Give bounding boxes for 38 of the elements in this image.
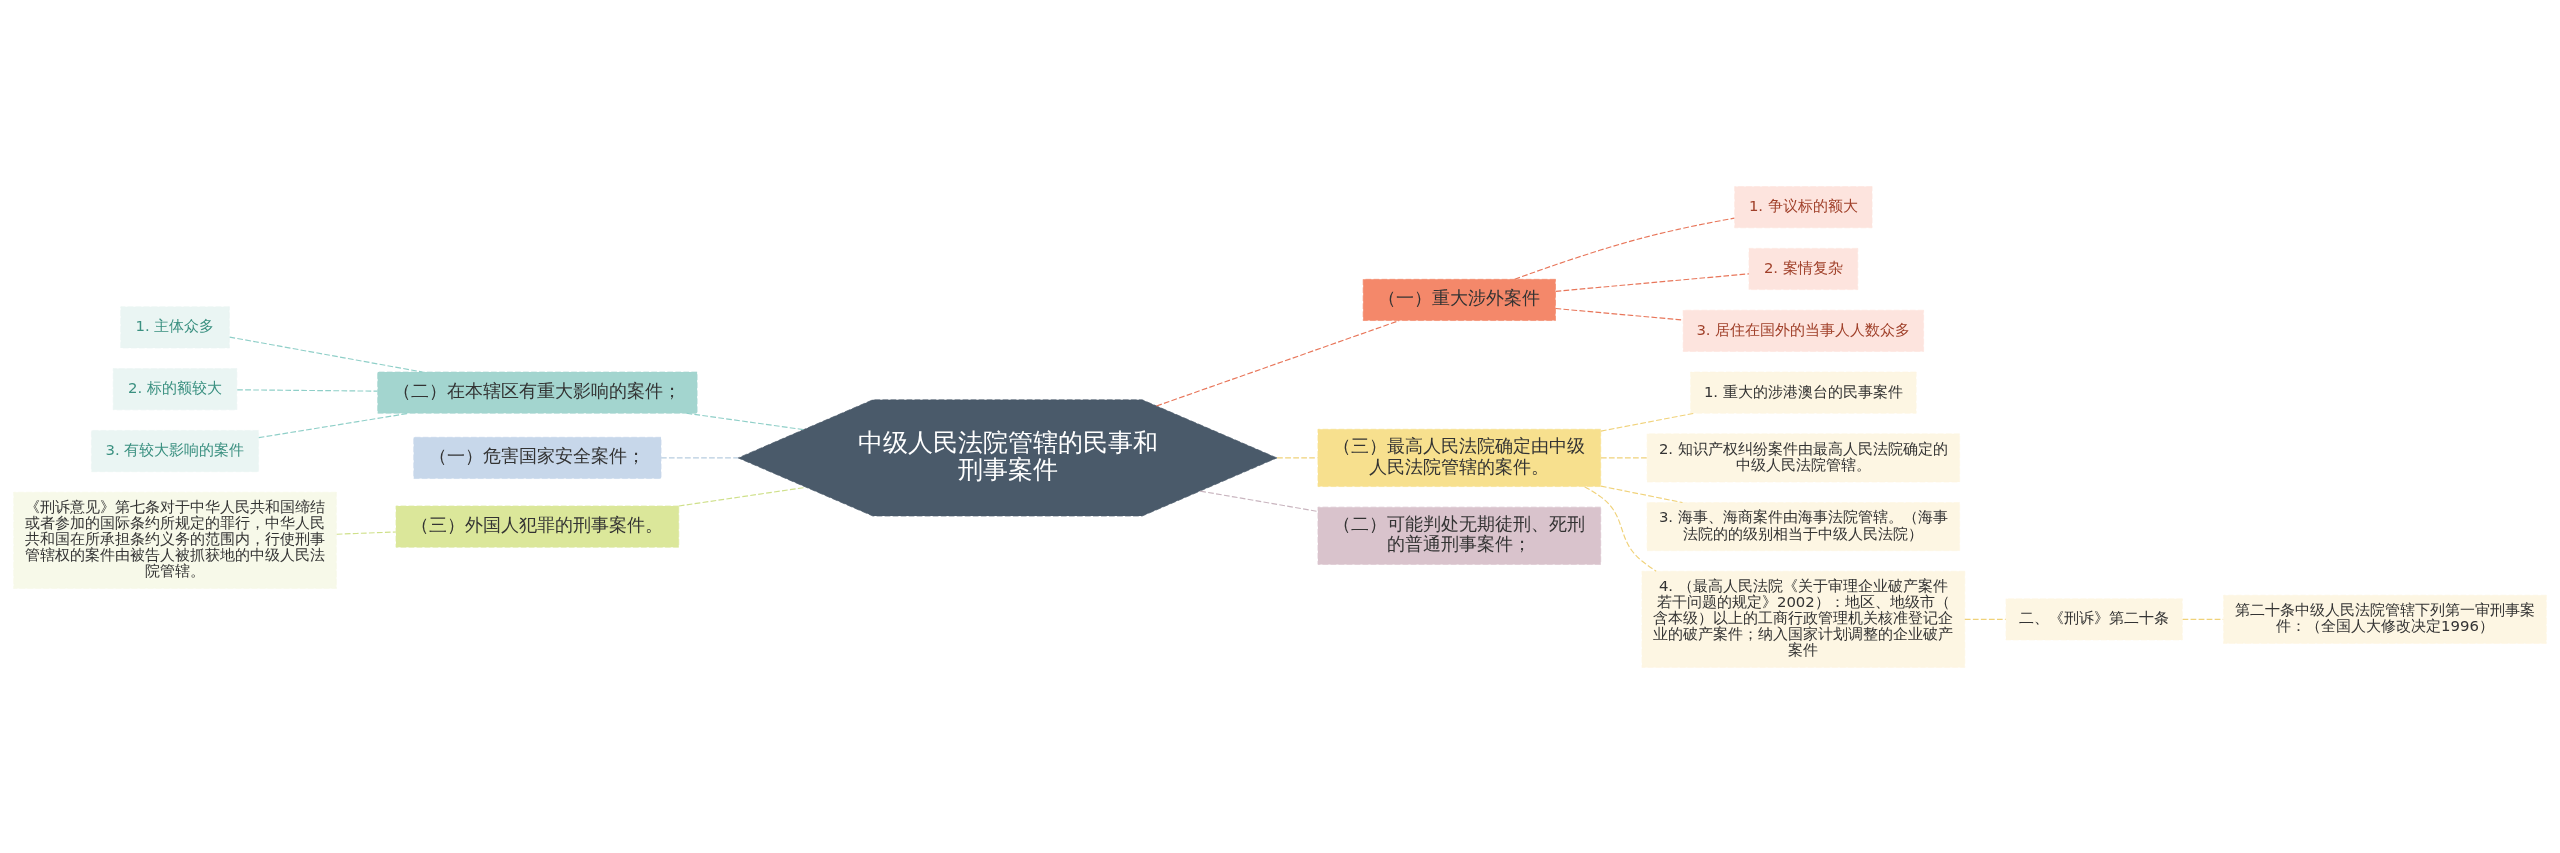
node-box: 1. 重大的涉港澳台的民事案件 (1690, 371, 1917, 414)
node-box: 3. 居住在国外的当事人人数众多 (1682, 309, 1924, 352)
node-box: 2. 案情复杂 (1748, 247, 1859, 290)
node-box: 第二十条中级人民法院管辖下列第一审刑事案件：（全国人大修改决定1996） (2223, 594, 2547, 644)
connector (1584, 485, 1657, 572)
node-box: （三）最高人民法院确定由中级人民法院管辖的案件。 (1317, 428, 1602, 487)
connector (1600, 412, 1695, 432)
connector (1276, 456, 1319, 458)
connector (660, 456, 739, 458)
connector (1155, 319, 1400, 407)
node-box: 2. 知识产权纠纷案件由最高人民法院确定的中级人民法院管辖。 (1646, 433, 1960, 482)
connector (1964, 618, 2007, 620)
connector (2182, 618, 2224, 620)
connector (1199, 490, 1319, 512)
node-box: （一）重大涉外案件 (1362, 278, 1556, 321)
connector (678, 486, 807, 507)
node-box: 4. （最高人民法院《关于审理企业破产案件若干问题的规定》2002）：地区、地级市（含本级）以上的工商行政管理机关核准登记企业的破产案件；纳入国家计划调整的企业破产案件 (1641, 570, 1966, 668)
node-box: 2. 标的额较大 (112, 367, 238, 410)
node-box: 1. 争议标的额大 (1734, 185, 1873, 228)
node-box: 3. 有较大影响的案件 (91, 429, 259, 472)
node-box: 《刑诉意见》第七条对于中华人民共和国缔结或者参加的国际条约所规定的罪行，中华人民共和国在所承担条约义务的范围内，行使刑事管辖权的案件由被告人被抓获地的中级人民法院管辖。 (13, 491, 337, 589)
node-box: （三）外国人犯罪的刑事案件。 (395, 505, 680, 548)
connector (258, 412, 410, 438)
node-box: （一）危害国家安全案件； (413, 436, 662, 479)
node-box: 3. 海事、海商案件由海事法院管辖。（海事法院的的级别相当于中级人民法院） (1646, 501, 1960, 551)
node-box: 1. 主体众多 (120, 305, 230, 348)
connector (1555, 272, 1750, 292)
node-box: （二）在本辖区有重大影响的案件； (377, 371, 698, 414)
connector (1600, 456, 1648, 458)
connector (229, 336, 423, 373)
connector (686, 412, 804, 430)
node-box: （二）可能判处无期徒刑、死刑的普通刑事案件； (1317, 506, 1602, 565)
connector (1555, 307, 1684, 321)
connector (336, 530, 397, 535)
connector (1600, 485, 1684, 503)
connector (1514, 217, 1735, 280)
connector (236, 388, 378, 392)
node-box: 二、《刑诉》第二十条 (2005, 597, 2183, 640)
